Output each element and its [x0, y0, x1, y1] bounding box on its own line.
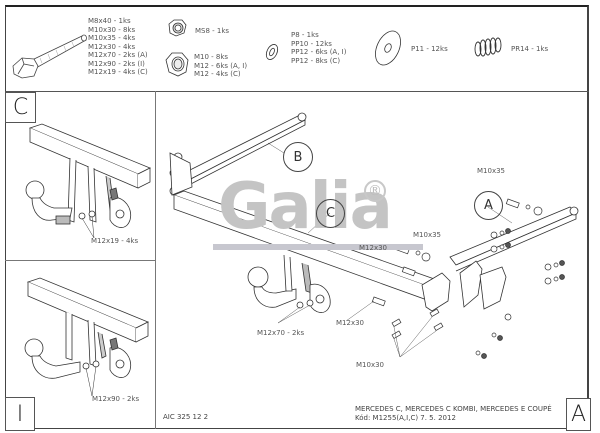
large-washer-label: P11 - 12ks [411, 45, 448, 53]
parts-divider [5, 91, 589, 92]
panel-c-drawing [25, 123, 151, 239]
logo-underline-bar [213, 244, 423, 250]
vehicle-models: MERCEDES C, MERCEDES C KOMBI, MERCEDES E… [355, 405, 552, 413]
spring-label: PR14 - 1ks [511, 45, 549, 53]
panel-i-drawing [24, 277, 149, 397]
washer-item: PP12 - 6ks (A, I) [291, 48, 347, 56]
self-lock-nut-icon [168, 19, 187, 37]
callout-m10x30: M10x30 [356, 361, 384, 369]
bolt-icon [12, 34, 87, 79]
nut-item: M12 - 6ks (A, I) [194, 61, 248, 70]
panel-c-callout: M12x19 - 4ks [91, 237, 139, 245]
callout-m12x70: M12x70 - 2ks [257, 329, 305, 337]
nut-item: M10 - 8ks [194, 53, 229, 61]
nut-item: M12 - 4ks (C) [194, 70, 241, 78]
variant-letter: A [566, 398, 591, 431]
bolt-item: M12x30 - 4ks [88, 42, 136, 51]
nut-icon [165, 52, 189, 77]
drawing-frame [5, 5, 589, 429]
left-column-divider [155, 91, 156, 429]
self-lock-nut-label: MS8 - 1ks [195, 27, 230, 35]
washer-item: PP10 - 12ks [291, 39, 332, 48]
callout-m12x30-lower: M12x30 [336, 319, 364, 327]
washer-item: PP12 - 8ks (C) [291, 56, 341, 65]
panel-i-callout: M12x90 - 2ks [92, 395, 140, 403]
washer-item: P8 - 1ks [291, 31, 319, 39]
bolts-list: M8x40 - 1ks M10x30 - 8ks M10x35 - 4ks M1… [88, 17, 148, 77]
nuts-list: M10 - 8ks M12 - 6ks (A, I) M12 - 4ks (C) [194, 53, 247, 79]
bolt-item: M12x90 - 2ks (I) [88, 59, 145, 68]
washers-list: P8 - 1ks PP10 - 12ks PP12 - 6ks (A, I) P… [291, 31, 346, 65]
panel-c-letter: C [5, 92, 36, 123]
large-washer-icon [375, 30, 401, 66]
callout-m10x35-top: M10x35 [477, 167, 505, 175]
bolt-item: M12x70 - 2ks (A) [88, 51, 148, 59]
registered-mark: ® [364, 180, 386, 202]
galia-logo: Galia [218, 170, 393, 244]
bolt-item: M8x40 - 1ks [88, 17, 131, 25]
washer-icon [265, 44, 279, 60]
panel-i-letter: I [5, 397, 35, 431]
bolt-item: M10x30 - 8ks [88, 25, 136, 34]
bolt-item: M12x19 - 4ks (C) [88, 68, 148, 76]
callout-m12x30-upper: M12x30 [359, 244, 387, 252]
code-and-date: Kód: M1255(A,I,C) 7. 5. 2012 [355, 414, 456, 422]
callout-m10x35-mid: M10x35 [413, 231, 441, 239]
circle-label-c: C [316, 199, 345, 228]
spring-icon [474, 37, 502, 57]
panel-divider [5, 260, 155, 261]
circle-label-b: B [283, 142, 313, 172]
drawing-number: AIC 325 12 2 [163, 413, 209, 421]
bolt-item: M10x35 - 4ks [88, 34, 136, 42]
circle-label-a: A [474, 191, 503, 220]
